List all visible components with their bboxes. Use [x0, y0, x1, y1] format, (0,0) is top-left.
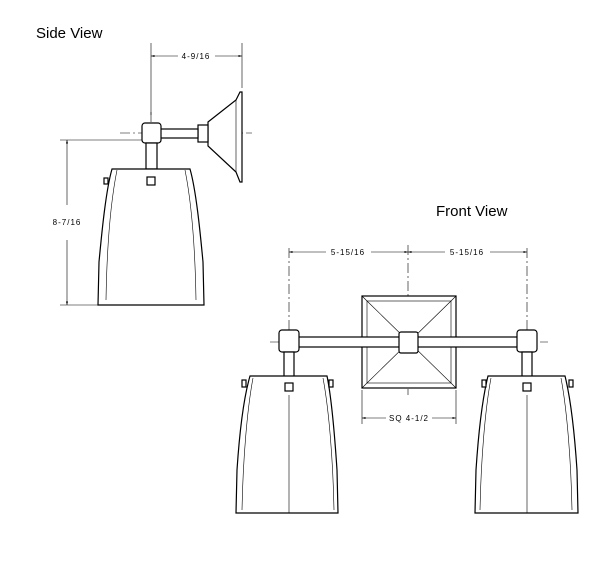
dim-side-extension: 4-9/16 [150, 43, 243, 115]
dim-backplate-square: SQ 4-1/2 [361, 390, 457, 424]
dim-front-left-spacing: 5-15/16 [289, 248, 408, 257]
dim-side-extension-label: 4-9/16 [182, 52, 211, 61]
front-right-shade [474, 375, 579, 514]
side-view: 4-9/16 8-7/16 [50, 43, 252, 306]
side-view-title: Side View [36, 25, 103, 42]
front-left-shade [235, 375, 339, 514]
front-view-title: Front View [436, 203, 508, 220]
dim-side-height-label-bg [50, 217, 84, 228]
side-wall-bracket [197, 91, 243, 183]
dim-backplate-square-label: SQ 4-1/2 [389, 414, 429, 423]
dim-side-height: 8-7/16 [50, 139, 142, 306]
dim-front-left-spacing-label: 5-15/16 [331, 248, 365, 257]
front-arm [278, 329, 538, 379]
dim-front-right-spacing: 5-15/16 [408, 248, 527, 257]
dim-side-height-label: 8-7/16 [53, 218, 82, 227]
front-view: 5-15/16 5-15/16 SQ 4-1/2 [235, 245, 579, 514]
side-shade [97, 168, 205, 306]
side-arm [141, 122, 199, 170]
dim-front-right-spacing-label: 5-15/16 [450, 248, 484, 257]
